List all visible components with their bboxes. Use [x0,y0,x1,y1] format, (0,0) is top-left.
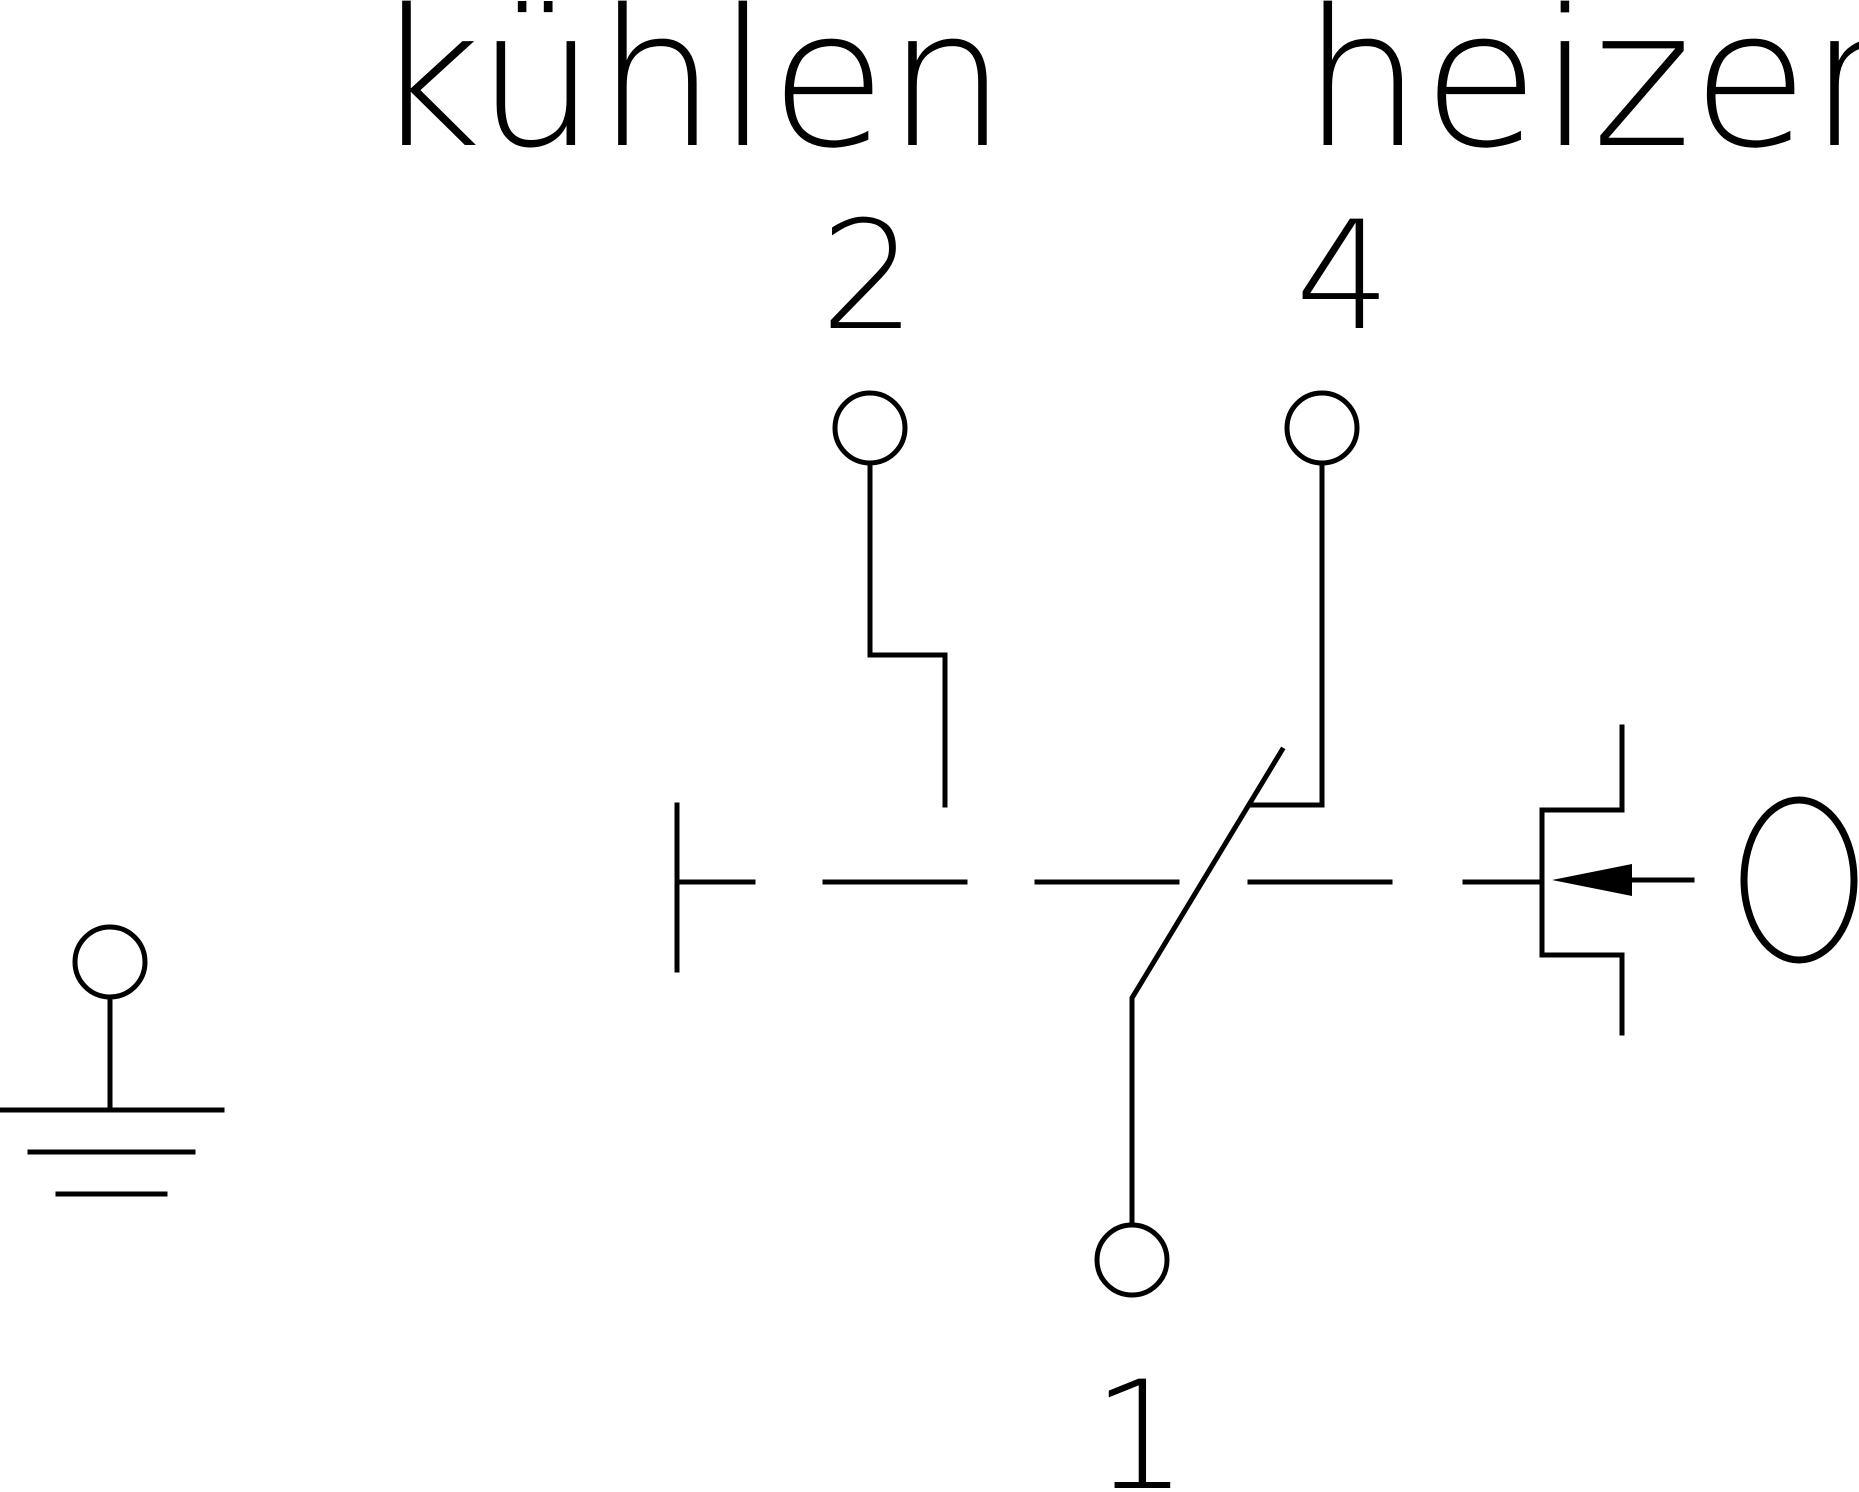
ground-icon [0,924,225,1197]
arrow-icon [1552,864,1632,896]
label-terminal-4: 4 [1295,190,1390,364]
terminal-1-circle[interactable] [1094,1222,1170,1298]
terminal-4-circle[interactable] [1284,390,1360,466]
label-terminal-2: 2 [820,190,915,364]
actuator-symbol [1539,724,1858,1036]
ground-terminal-circle[interactable] [72,924,148,1000]
sensor-bulb-icon [1740,796,1858,964]
label-cool: kühlen [372,0,1007,190]
label-heat: heizen [1302,0,1859,190]
mechanical-linkage [674,802,1543,973]
switch-blade [1129,746,1286,1228]
terminal-2-lead [867,462,948,808]
terminal-2-circle[interactable] [832,390,908,466]
terminal-4-lead [1247,462,1325,808]
label-terminal-1: 1 [1092,1350,1187,1492]
